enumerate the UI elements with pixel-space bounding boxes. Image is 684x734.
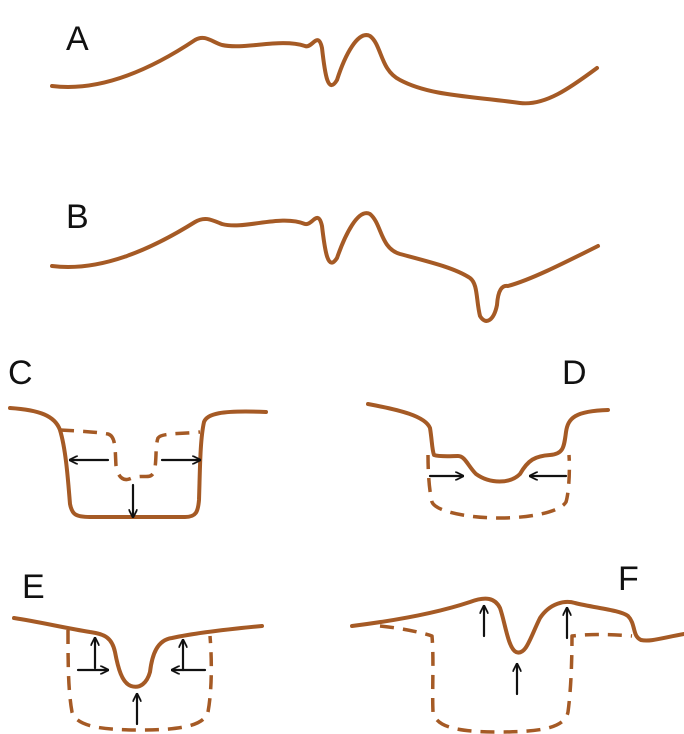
panel-e-profile <box>14 618 262 687</box>
panel-c-profile <box>10 408 266 517</box>
panel-c-label: C <box>8 354 33 392</box>
panel-a: A <box>52 20 597 103</box>
panel-a-label: A <box>66 20 89 58</box>
panel-f-label: F <box>618 560 639 598</box>
panel-d: D <box>368 354 608 518</box>
panel-a-profile <box>52 35 597 103</box>
panel-e-initial-profile <box>68 630 211 730</box>
panel-f-profile <box>352 599 684 653</box>
panel-b-label: B <box>66 198 89 236</box>
panel-c-initial-profile <box>60 430 200 480</box>
panel-e-label: E <box>22 568 45 606</box>
panel-f: F <box>352 560 684 732</box>
panel-f-initial-profile <box>380 626 632 732</box>
panel-e: E <box>14 568 262 730</box>
panel-d-initial-profile <box>428 455 569 518</box>
panel-c: C <box>8 354 266 517</box>
panel-b: B <box>52 198 598 321</box>
panel-d-label: D <box>562 354 587 392</box>
panel-d-profile <box>368 404 608 482</box>
panel-b-profile <box>52 213 598 321</box>
